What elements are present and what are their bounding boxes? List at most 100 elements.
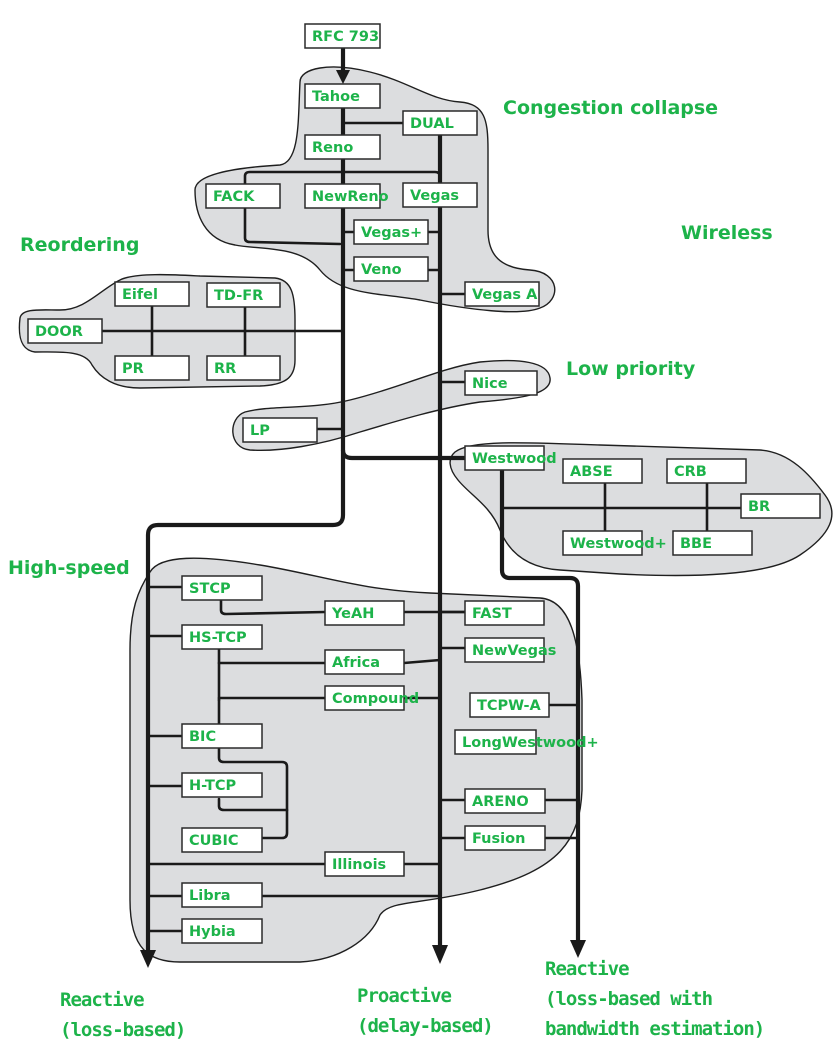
node-box <box>464 788 546 814</box>
category-reactive-bw-line1: Reactive <box>545 958 629 980</box>
node-label: LP <box>250 423 270 439</box>
node-yeah: YeAH <box>324 600 405 626</box>
node-box <box>562 458 643 484</box>
node-label: BIC <box>189 729 216 745</box>
node-compound: Compound <box>324 685 419 711</box>
node-label: Westwood+ <box>570 536 667 552</box>
node-label: Africa <box>332 655 380 671</box>
node-label: HS-TCP <box>189 630 247 646</box>
node-label: ABSE <box>570 464 613 480</box>
node-box <box>206 282 281 308</box>
node-box <box>181 772 263 798</box>
node-door: DOOR <box>27 318 103 344</box>
node-label: Fusion <box>472 831 525 847</box>
node-label: STCP <box>189 581 231 597</box>
node-label: CUBIC <box>189 833 239 849</box>
node-label: Illinois <box>332 857 386 873</box>
node-label: Reno <box>312 140 353 156</box>
node-br: BR <box>740 493 821 519</box>
node-box <box>324 685 405 711</box>
node-h-tcp: H-TCP <box>181 772 263 798</box>
node-eifel: Eifel <box>114 281 190 307</box>
node-crb: CRB <box>666 458 747 484</box>
node-label: BR <box>748 499 770 515</box>
node-hybia: Hybia <box>181 918 263 944</box>
node-label: Nice <box>472 376 508 392</box>
node-label: BBE <box>680 536 712 552</box>
category-reactive-bw-line3: bandwidth estimation) <box>545 1018 764 1040</box>
node-label: CRB <box>674 464 707 480</box>
node-box <box>181 882 263 908</box>
node-box <box>464 825 546 851</box>
node-label: H-TCP <box>189 778 237 794</box>
node-box <box>454 729 537 755</box>
node-stcp: STCP <box>181 575 263 601</box>
node-label: Eifel <box>122 287 158 303</box>
node-label: LongWestwood+ <box>462 735 599 751</box>
node-box <box>740 493 821 519</box>
node-fast: FAST <box>464 600 545 626</box>
arrowhead-reactive-loss <box>140 950 156 968</box>
node-box <box>324 649 405 675</box>
arrowhead-proactive-delay <box>432 945 448 964</box>
node-box <box>181 918 263 944</box>
node-box <box>666 458 747 484</box>
node-pr: PR <box>114 355 190 381</box>
node-lp: LP <box>242 417 318 443</box>
node-label: Libra <box>189 888 231 904</box>
node-label: Tahoe <box>312 89 360 105</box>
node-fusion: Fusion <box>464 825 546 851</box>
node-box <box>324 600 405 626</box>
node-box <box>114 355 190 381</box>
category-reactive-loss-line2: (loss-based) <box>60 1019 185 1041</box>
node-tahoe: Tahoe <box>304 83 381 109</box>
node-box <box>304 134 381 160</box>
node-label: NewVegas <box>472 643 556 659</box>
node-label: RR <box>214 361 236 377</box>
group-label-wireless: Wireless <box>681 222 773 244</box>
node-rr: RR <box>206 355 281 381</box>
node-label: TD-FR <box>214 288 263 304</box>
node-label: Veno <box>361 262 402 278</box>
node-label: Vegas <box>410 188 459 204</box>
node-box <box>402 110 478 136</box>
trunk-lines <box>145 48 581 955</box>
node-bic: BIC <box>181 723 263 749</box>
node-box <box>672 530 753 556</box>
node-hs-tcp: HS-TCP <box>181 624 263 650</box>
node-nice: Nice <box>464 370 538 396</box>
node-label: DOOR <box>35 324 83 340</box>
node-box <box>27 318 103 344</box>
node-abse: ABSE <box>562 458 643 484</box>
node-label: NewReno <box>312 189 389 205</box>
node-box <box>562 530 643 556</box>
group-label-congestion-collapse: Congestion collapse <box>503 97 718 119</box>
node-box <box>181 624 263 650</box>
node-africa: Africa <box>324 649 405 675</box>
arrowhead-reactive-bw <box>570 940 586 958</box>
node-box <box>464 600 545 626</box>
node-box <box>469 692 550 718</box>
node-label: Compound <box>332 691 419 707</box>
node-box <box>353 219 429 245</box>
node-label: YeAH <box>331 606 374 622</box>
group-label-low-priority: Low priority <box>566 358 696 380</box>
node-label: DUAL <box>410 116 454 132</box>
category-reactive-loss-line1: Reactive <box>60 989 144 1011</box>
node-label: Westwood <box>472 451 557 467</box>
node-longwestwood-plus: LongWestwood+ <box>454 729 599 755</box>
node-newreno: NewReno <box>304 183 389 209</box>
node-cubic: CUBIC <box>181 827 263 853</box>
node-box <box>353 256 429 282</box>
node-box <box>304 23 381 49</box>
node-label: RFC 793 <box>312 29 379 45</box>
node-illinois: Illinois <box>324 851 405 877</box>
node-label: PR <box>122 361 144 377</box>
node-areno: ARENO <box>464 788 546 814</box>
node-label: FACK <box>213 189 255 205</box>
node-reno: Reno <box>304 134 381 160</box>
node-label: Vegas+ <box>361 225 422 241</box>
node-libra: Libra <box>181 882 263 908</box>
node-westwood-plus: Westwood+ <box>562 530 667 556</box>
